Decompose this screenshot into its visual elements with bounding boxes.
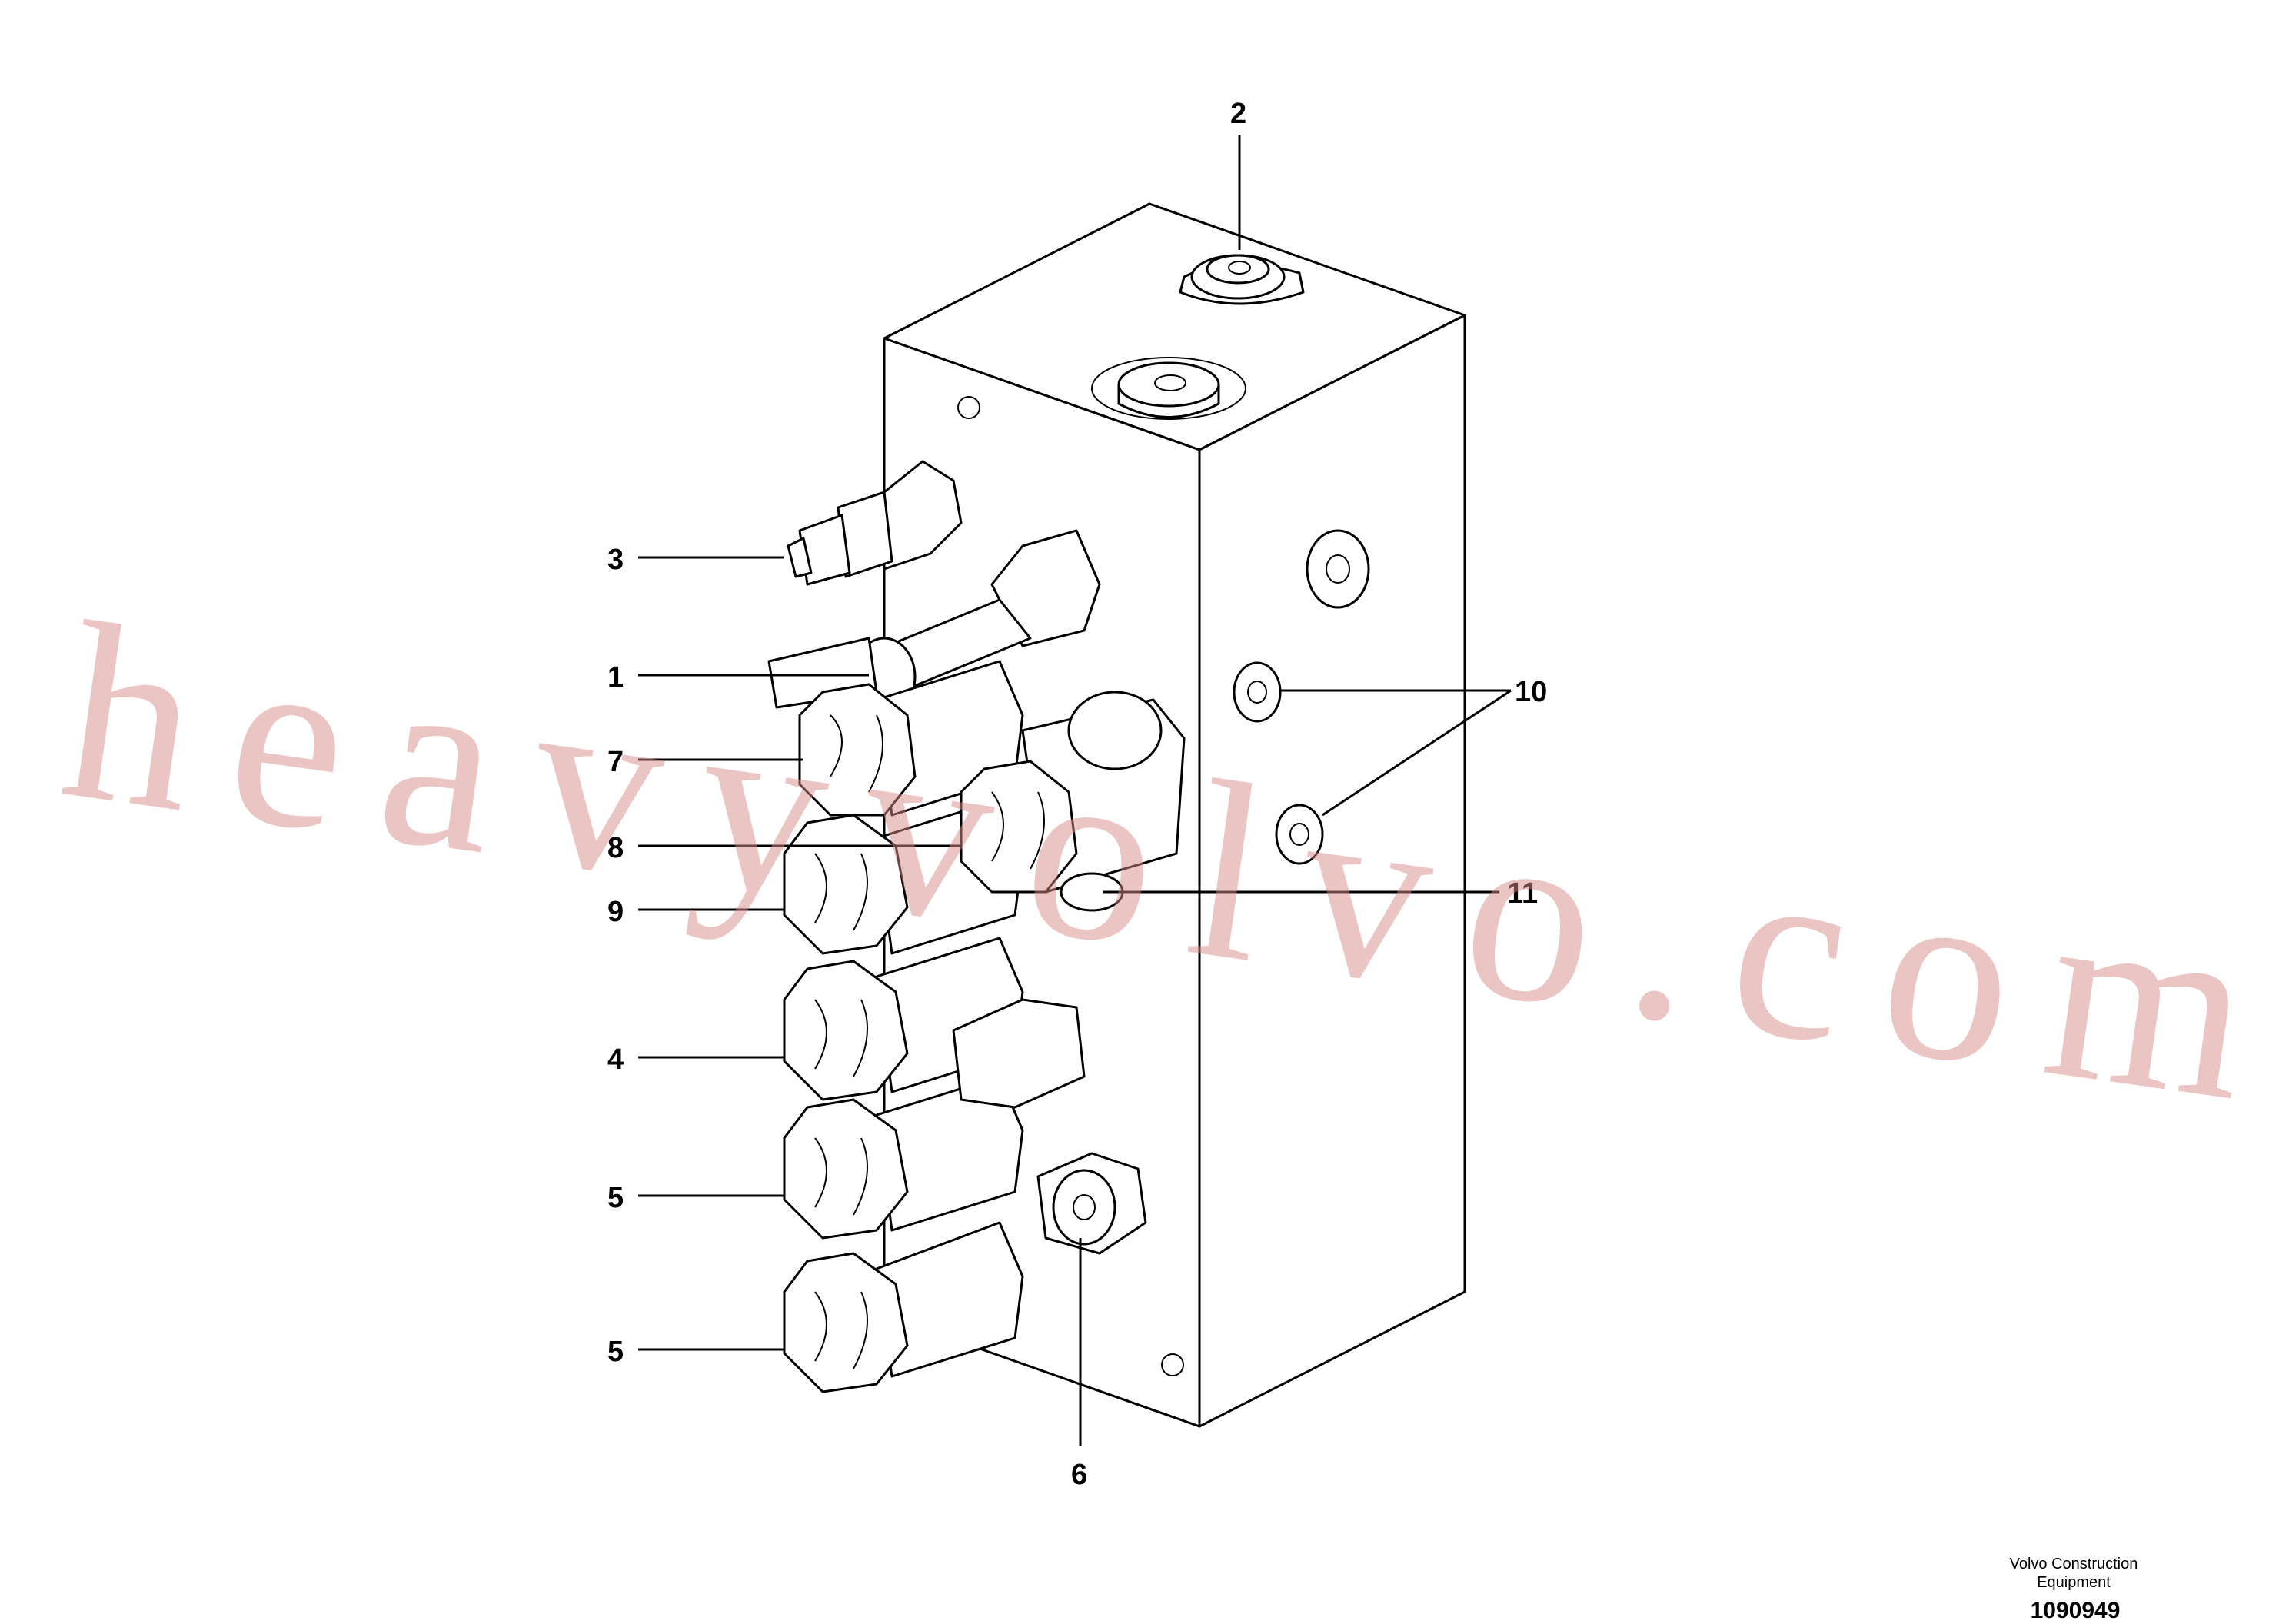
callout-5a: 5 — [607, 1182, 624, 1214]
callout-5b: 5 — [607, 1336, 624, 1368]
callout-11: 11 — [1507, 877, 1538, 910]
callout-10: 10 — [1515, 676, 1547, 708]
leader-lines — [638, 135, 1512, 1446]
callouts: 2 3 1 7 8 9 4 5 5 6 10 11 — [607, 98, 1547, 1491]
callout-3: 3 — [607, 544, 624, 576]
plug-6 — [1036, 1152, 1147, 1255]
callout-2: 2 — [1230, 98, 1246, 130]
side-plugs-10 — [1233, 529, 1370, 865]
callout-9: 9 — [607, 896, 624, 928]
callout-4: 4 — [607, 1043, 624, 1076]
solenoid-8 — [960, 691, 1186, 894]
callout-6: 6 — [1071, 1459, 1087, 1491]
callout-8: 8 — [607, 832, 624, 864]
manufacturer-line-2: Equipment — [2037, 1574, 2111, 1591]
sensor-3 — [787, 460, 963, 586]
manufacturer-line-1: Volvo Construction — [2009, 1556, 2138, 1572]
callout-7: 7 — [607, 746, 624, 778]
top-cap — [1091, 357, 1246, 420]
solenoid-5b — [783, 1221, 1024, 1393]
manufacturer-credit: Volvo Construction Equipment — [1989, 1555, 2158, 1592]
callout-1: 1 — [607, 661, 624, 694]
solenoid-5a — [783, 1075, 1024, 1240]
connector — [952, 998, 1086, 1109]
top-plug-2 — [1179, 254, 1305, 305]
figure-number: 1090949 — [2030, 1598, 2121, 1623]
